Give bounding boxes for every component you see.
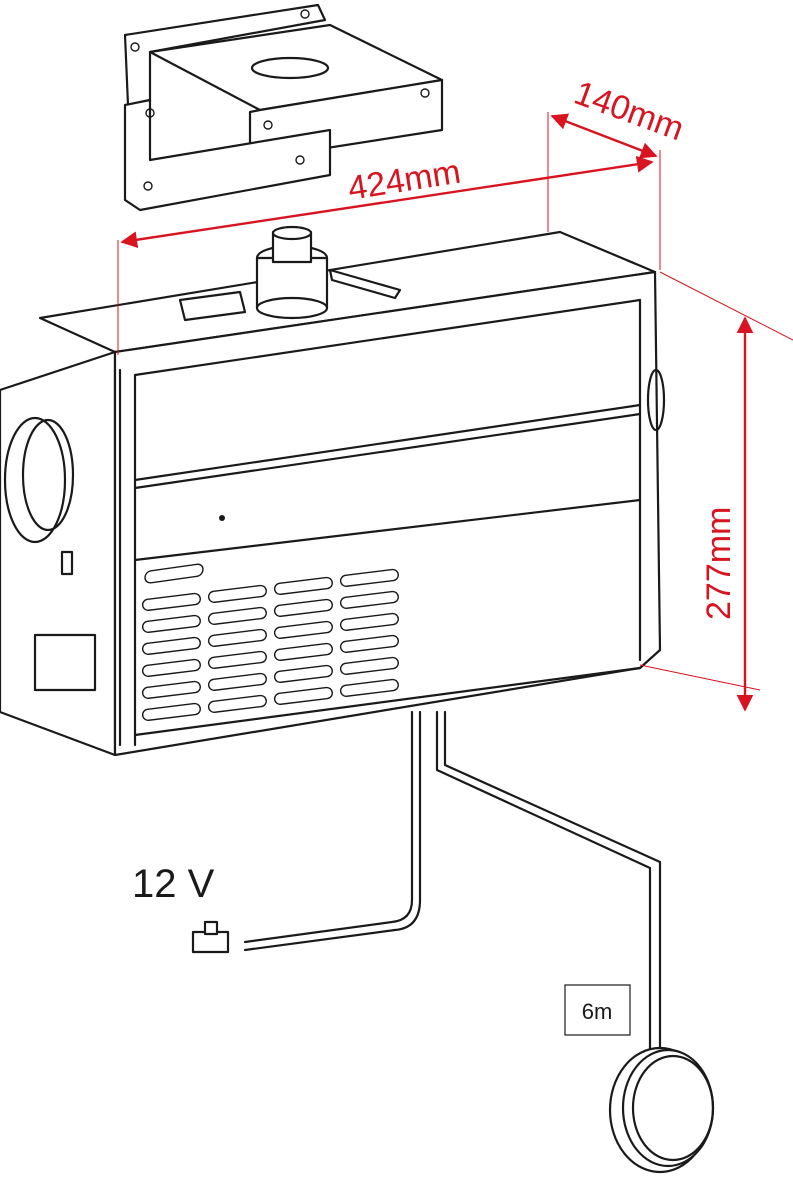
grille-slot — [273, 664, 333, 683]
grille-slot — [207, 650, 267, 669]
grille-slot — [207, 672, 267, 691]
grille-slots — [141, 568, 399, 721]
grille-slot — [339, 678, 399, 697]
air-grille — [144, 563, 204, 584]
grille-slot — [207, 584, 267, 603]
grille-slot — [273, 642, 333, 661]
voltage-label: 12 V — [132, 862, 215, 906]
cable-length-label: 6m — [582, 999, 613, 1024]
grille-slot — [339, 656, 399, 675]
grille-slot — [141, 680, 201, 699]
height-dimension: 277mm — [700, 507, 738, 620]
grille-slot — [141, 592, 201, 611]
control-knob — [608, 1046, 715, 1174]
grille-slot — [141, 614, 201, 633]
cable-length-box: 6m — [564, 984, 631, 1036]
grille-slot — [339, 612, 399, 631]
grille-slot — [141, 658, 201, 677]
grille-slot — [273, 576, 333, 595]
grille-slot — [273, 598, 333, 617]
grille-slot — [207, 694, 267, 713]
grille-slot — [339, 634, 399, 653]
depth-dimension: 140mm — [569, 74, 689, 148]
grille-slot — [141, 702, 201, 721]
grille-slot — [273, 620, 333, 639]
grille-slot — [273, 686, 333, 705]
cables — [191, 710, 715, 1174]
grille-slot — [339, 590, 399, 609]
grille-slot — [207, 628, 267, 647]
grille-slot — [339, 568, 399, 587]
fuse-icon — [191, 920, 230, 954]
grille-slot — [207, 606, 267, 625]
heater-unit — [0, 225, 666, 757]
grille-slot — [141, 636, 201, 655]
